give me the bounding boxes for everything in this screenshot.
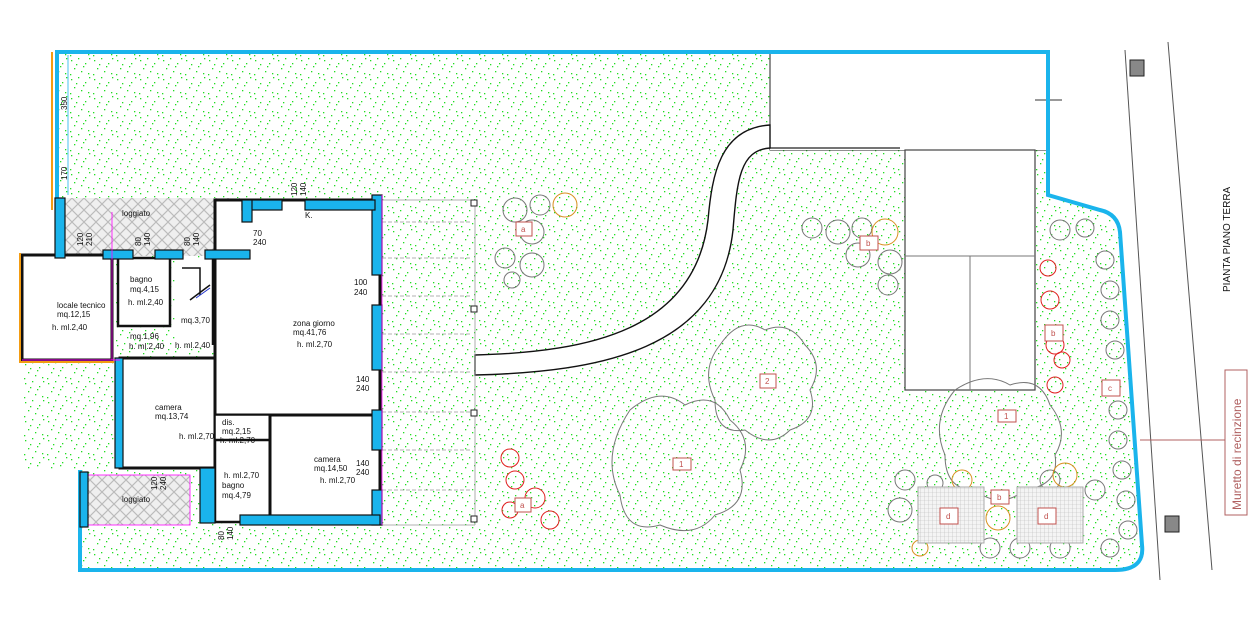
dim: 140: [356, 459, 370, 468]
dim: 210: [85, 232, 94, 246]
room-area: mq.4,79: [222, 491, 251, 500]
dim: 240: [159, 476, 168, 490]
room-height: h. ml.2,70: [224, 471, 260, 480]
room-area: mq.4,15: [130, 285, 159, 294]
room-height: h. ml.2,40: [128, 298, 164, 307]
room-height: h. ml.2,70: [320, 476, 356, 485]
plant-label: b: [866, 239, 871, 248]
dim: 120: [290, 182, 299, 196]
dim: 240: [356, 468, 370, 477]
property-boundary: [55, 50, 1145, 572]
dim: 140: [299, 182, 308, 196]
plant-label: b: [997, 493, 1002, 502]
room-camera: camera: [155, 403, 182, 412]
room-height: h. ml.2,70: [179, 432, 215, 441]
plant-label: d: [946, 512, 950, 521]
room-dis: dis.: [222, 418, 234, 427]
dim: 240: [253, 238, 267, 247]
plant-label: a: [521, 225, 526, 234]
room-height: h. ml.2,40: [129, 342, 165, 351]
tree-canopy: [611, 395, 747, 532]
dim: 240: [354, 288, 368, 297]
room-antibagno: mq.1,96: [130, 332, 159, 341]
plant-label: c: [1108, 384, 1112, 393]
house: [19, 194, 383, 528]
callout-box: [1224, 369, 1248, 516]
plant-label: 1: [1004, 412, 1009, 421]
room-bagno-2: bagno: [222, 481, 245, 490]
room-loggiato-2: loggiato: [122, 495, 151, 504]
room-camera-2: camera: [314, 455, 341, 464]
dim: 140: [192, 232, 201, 246]
dim: 70: [253, 229, 262, 238]
dim: 80: [134, 237, 143, 246]
callout-text: Muretto di recinzione: [1230, 398, 1244, 510]
dim-350: 350: [60, 96, 69, 110]
tree-canopy: [708, 324, 817, 441]
tree-canopy: [938, 378, 1062, 501]
dim: 80: [183, 237, 192, 246]
room-height: h. ml.2,70: [297, 340, 333, 349]
room-height: h. ml.2,70: [220, 436, 256, 445]
dim: 80: [217, 531, 226, 540]
dim-k: K.: [305, 211, 313, 220]
room-height: h. ml.2,40: [175, 341, 211, 350]
room-stair: mq.3,70: [181, 316, 210, 325]
room-locale-tecnico: locale tecnico: [57, 301, 106, 310]
room-labels: loggiato locale tecnico mq.12,15 h. ml.2…: [52, 209, 356, 504]
room-area: mq.14,50: [314, 464, 348, 473]
dim: 140: [226, 526, 235, 540]
parking-area-rect: [770, 52, 1048, 150]
pillar: [1164, 515, 1180, 533]
pergola: [380, 199, 476, 526]
plant-label: 1: [679, 460, 684, 469]
hedge-row: [1049, 218, 1138, 558]
room-zona-giorno: zona giorno: [293, 319, 335, 328]
room-area: mq.2,15: [222, 427, 251, 436]
dim-170: 170: [60, 166, 69, 180]
dim: 240: [356, 384, 370, 393]
dim: 140: [143, 232, 152, 246]
plant-label: 2: [765, 377, 770, 386]
plant-labels: [514, 221, 1121, 525]
dim: 120: [150, 476, 159, 490]
plant-label: a: [520, 501, 525, 510]
drawing-title: PIANTA PIANO TERRA: [1222, 186, 1233, 292]
plant-label: d: [1044, 512, 1048, 521]
pillar: [1129, 59, 1145, 77]
shrub-group: [494, 192, 578, 289]
dim: 120: [76, 232, 85, 246]
dimension-labels: K. 70 240 100 240 140 240 140 240 120 14…: [76, 182, 370, 540]
room-area: mq.41,76: [293, 328, 327, 337]
room-height: h. ml.2,40: [52, 323, 88, 332]
plant-label-texts: a b b 2 1 1 d c d b a: [520, 225, 1112, 521]
room-area: mq.13,74: [155, 412, 189, 421]
room-bagno: bagno: [130, 275, 153, 284]
dim: 140: [356, 375, 370, 384]
room-loggiato: loggiato: [122, 209, 151, 218]
dim: 100: [354, 278, 368, 287]
plant-label: b: [1051, 329, 1056, 338]
room-area: mq.12,15: [57, 310, 91, 319]
loggiato-top: [62, 198, 240, 256]
